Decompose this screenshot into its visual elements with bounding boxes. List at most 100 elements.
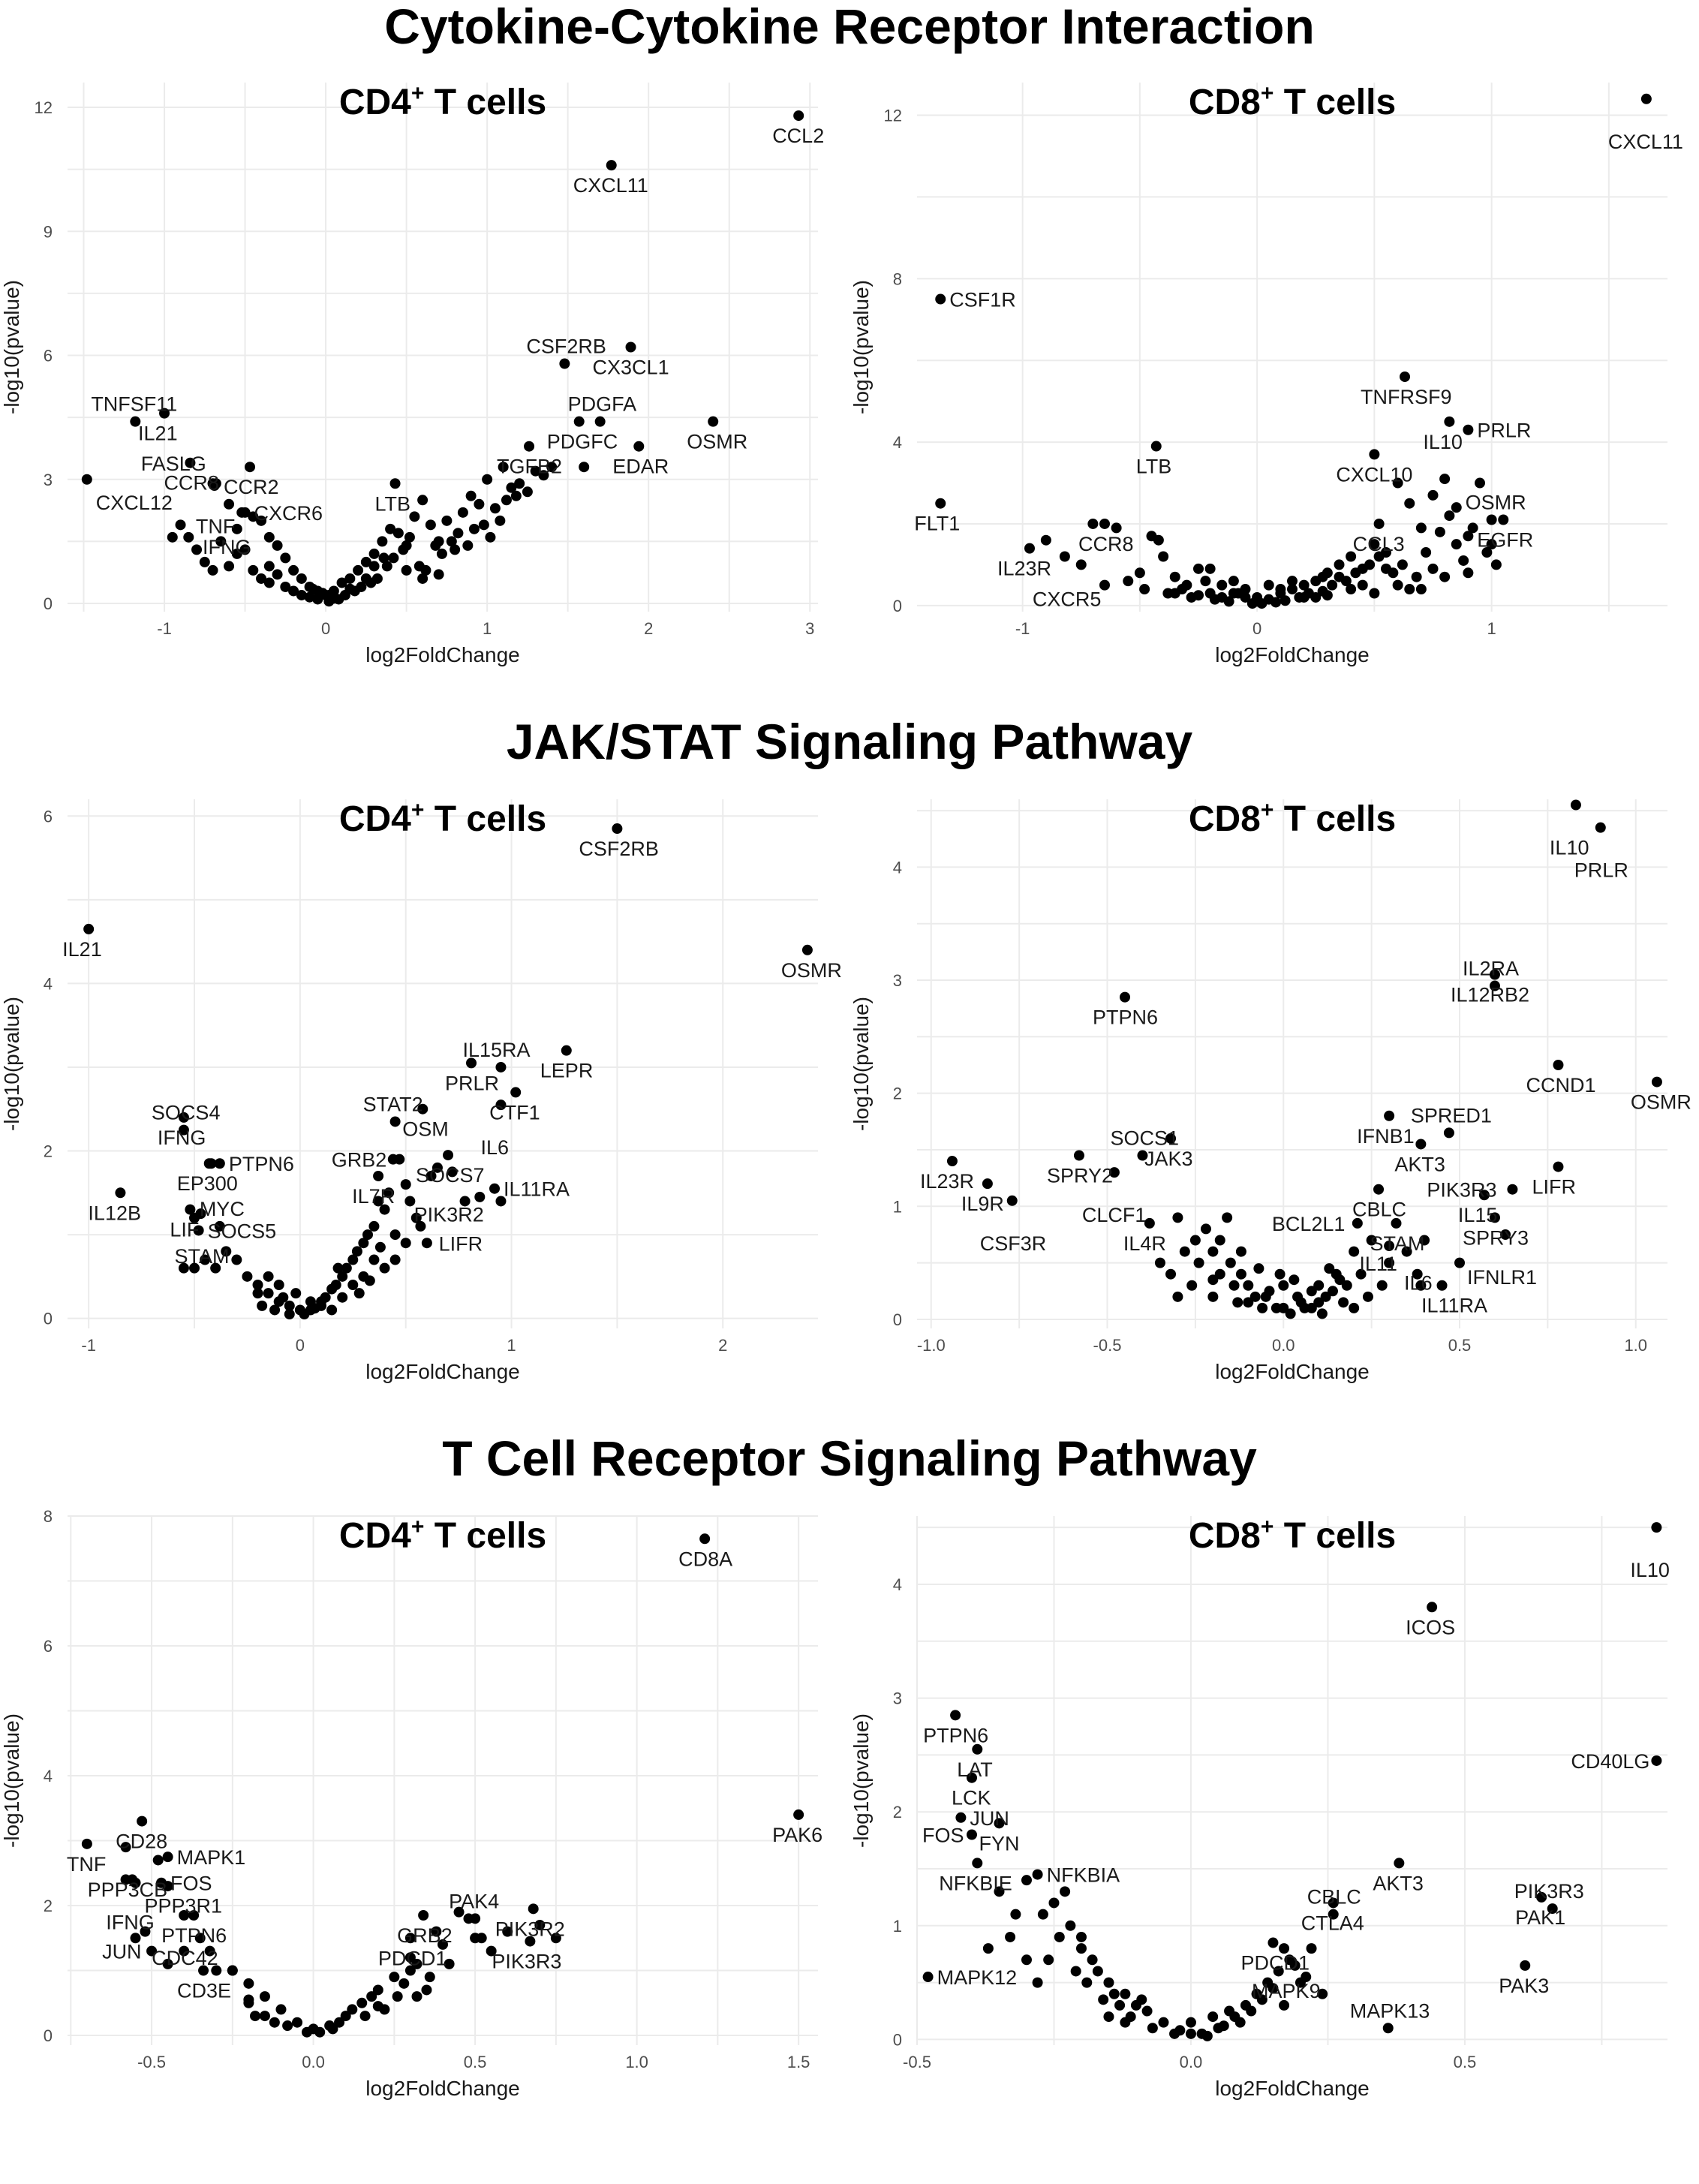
x-tick-label: -0.5 xyxy=(137,2053,166,2071)
data-point xyxy=(1172,1291,1183,1302)
data-point xyxy=(336,577,347,588)
labeled-point xyxy=(972,1743,983,1755)
data-point xyxy=(1005,1931,1016,1942)
labeled-point xyxy=(466,1057,477,1069)
data-point xyxy=(1108,1988,1120,1999)
point-label: IL11RA xyxy=(1421,1295,1487,1317)
point-label: MAPK9 xyxy=(1252,1980,1321,2002)
y-axis-label: -log10(pvalue) xyxy=(850,280,873,414)
data-point xyxy=(263,561,275,572)
labeled-point xyxy=(966,1772,977,1783)
x-tick-label: -0.5 xyxy=(1093,1336,1122,1355)
data-point xyxy=(248,564,259,576)
data-point xyxy=(1317,1988,1328,1999)
labeled-point xyxy=(1520,1960,1531,1971)
labeled-point xyxy=(793,110,804,122)
data-point xyxy=(307,583,318,594)
data-point xyxy=(305,1296,316,1307)
data-point xyxy=(284,1300,295,1311)
x-tick-label: 1 xyxy=(483,619,492,638)
data-point xyxy=(347,2004,358,2015)
data-point xyxy=(378,552,389,564)
data-point xyxy=(1216,579,1228,591)
labeled-point xyxy=(389,478,401,489)
labeled-point xyxy=(137,1815,148,1827)
data-point xyxy=(1475,477,1485,489)
labeled-point xyxy=(1006,1195,1018,1206)
labeled-point xyxy=(982,1178,993,1190)
data-point xyxy=(344,573,356,584)
data-point xyxy=(398,1978,410,1989)
data-point xyxy=(1200,576,1211,587)
data-point xyxy=(385,523,396,534)
data-point xyxy=(1334,559,1345,570)
labeled-point xyxy=(1419,1235,1430,1246)
y-tick-label: 3 xyxy=(893,971,902,990)
point-label: IFNG xyxy=(203,536,251,558)
data-point xyxy=(1401,1246,1412,1257)
point-label: GRB2 xyxy=(397,1924,453,1947)
y-axis-label: -log10(pvalue) xyxy=(0,280,23,414)
data-point xyxy=(1246,2005,1257,2017)
x-tick-label: 2 xyxy=(644,619,653,638)
labeled-point xyxy=(1032,1869,1043,1880)
data-point xyxy=(320,1292,331,1303)
data-point xyxy=(1320,1291,1331,1302)
data-point xyxy=(1136,1994,1147,2005)
data-point xyxy=(1204,563,1216,574)
data-point xyxy=(344,583,356,594)
data-point xyxy=(468,523,480,534)
data-point xyxy=(430,540,441,551)
data-point xyxy=(263,531,275,543)
data-point xyxy=(328,593,339,604)
data-point xyxy=(314,2026,326,2038)
labeled-point xyxy=(1536,1891,1547,1903)
data-point xyxy=(1172,1212,1183,1223)
data-point xyxy=(462,540,474,551)
data-point xyxy=(1054,1931,1065,1942)
data-point xyxy=(231,548,242,559)
point-label: CCR8 xyxy=(1078,533,1134,555)
data-point xyxy=(272,540,283,551)
point-label: TNFRSF9 xyxy=(1361,386,1452,408)
x-tick-label: 1.5 xyxy=(787,2053,810,2071)
data-point xyxy=(1322,590,1333,601)
data-point xyxy=(1087,518,1099,529)
data-point xyxy=(1490,559,1502,570)
y-tick-label: 4 xyxy=(44,1767,53,1785)
data-point xyxy=(501,495,512,506)
data-point xyxy=(522,486,533,498)
data-point xyxy=(317,588,328,599)
labeled-point xyxy=(1486,514,1497,525)
data-point xyxy=(441,515,453,526)
labeled-point xyxy=(495,1100,507,1111)
labeled-point xyxy=(1373,1184,1385,1195)
data-point xyxy=(1228,588,1239,599)
data-point xyxy=(252,1288,263,1299)
point-label: IL10 xyxy=(1550,837,1589,859)
labeled-point xyxy=(1463,424,1474,435)
data-point xyxy=(392,528,404,539)
point-label: OSMR xyxy=(687,431,747,453)
point-label: IFNLR1 xyxy=(1467,1266,1537,1289)
data-point xyxy=(1292,1291,1304,1302)
labeled-point xyxy=(447,1166,458,1178)
data-point xyxy=(1037,1909,1048,1920)
labeled-point xyxy=(1443,1127,1454,1139)
data-point xyxy=(1103,1977,1114,1988)
data-point xyxy=(269,1304,281,1316)
data-point xyxy=(425,519,436,531)
y-tick-label: 0 xyxy=(44,594,53,613)
x-tick-label: 1 xyxy=(507,1336,516,1355)
data-point xyxy=(194,1933,206,1944)
data-point xyxy=(1411,571,1422,582)
point-label: PIK3R3 xyxy=(1514,1880,1584,1903)
data-point xyxy=(489,503,501,514)
labeled-point xyxy=(1328,1897,1339,1909)
labeled-point xyxy=(594,416,606,427)
labeled-point xyxy=(510,1087,522,1098)
point-label: OSMR xyxy=(1631,1091,1691,1114)
labeled-point xyxy=(209,480,220,492)
